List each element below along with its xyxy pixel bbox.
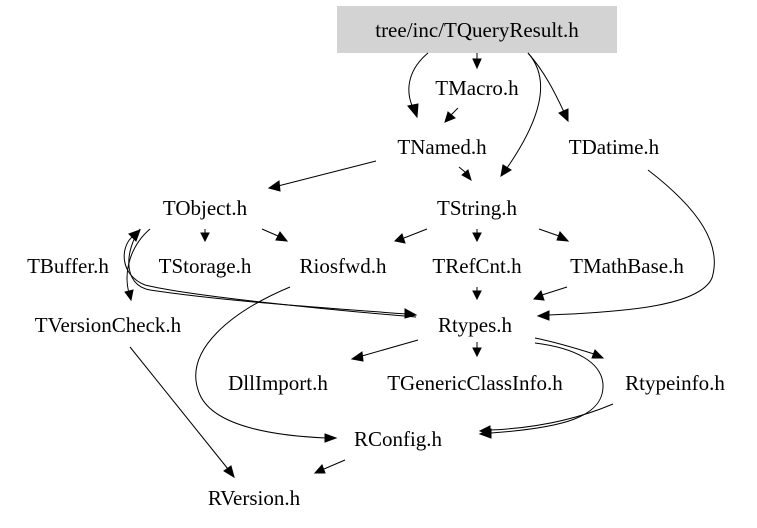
node-dllimport[interactable]: DllImport.h [228,371,328,395]
nodes: tree/inc/TQueryResult.h TMacro.h TNamed.… [27,18,725,510]
edge-rtypes-dllimport-arrowhead [350,351,364,362]
edge-tstring-riosfwd-arrowhead [393,233,406,244]
edge-tobject-tstorage-arrowhead [200,232,210,243]
edge-tstring-riosfwd [403,228,428,239]
edge-tversioncheck-rversion-arrowhead [223,465,235,479]
edge-rtypes-rtypeinfo [534,337,595,355]
edge-root-tstring-arrowhead [500,164,512,177]
edge-tobject-tversioncheck [126,228,151,294]
edge-trefcnt-rtypes-arrowhead [472,290,482,301]
node-tobject[interactable]: TObject.h [163,196,248,220]
node-tbuffer[interactable]: TBuffer.h [27,254,109,278]
node-tstring[interactable]: TString.h [437,196,517,220]
edge-root-tnamed [408,52,429,109]
edge-rtypes-tobject [123,236,417,318]
edge-tmathbase-rtypes [541,286,568,296]
node-rtypeinfo[interactable]: Rtypeinfo.h [625,371,725,395]
node-riosfwd[interactable]: Riosfwd.h [300,254,387,278]
root-node-box[interactable] [337,6,617,53]
node-tversioncheck[interactable]: TVersionCheck.h [35,313,182,337]
edge-riosfwd-rconfig [195,286,327,439]
node-rversion[interactable]: RVersion.h [208,486,301,510]
edge-rconfig-rversion-arrowhead [313,464,326,474]
node-tstorage[interactable]: TStorage.h [159,254,252,278]
edge-tmathbase-rtypes-arrowhead [532,290,545,301]
edge-rconfig-rversion [323,459,346,470]
edge-rtypeinfo-rconfig-arrowhead [478,425,491,436]
edge-tnamed-tobject [277,160,377,187]
node-tqueryresult[interactable]: tree/inc/TQueryResult.h [375,18,579,42]
edge-tnamed-tstring [458,166,466,173]
edge-rtypeinfo-rconfig [489,403,614,431]
node-tnamed[interactable]: TNamed.h [397,135,487,159]
edge-tnamed-tobject-arrowhead [267,180,281,192]
edge-root-tmacro-arrowhead [472,58,482,70]
edge-tnamed-tstring-arrowhead [461,169,472,182]
node-rtypes[interactable]: Rtypes.h [438,313,513,337]
edge-tversioncheck-rversion [129,346,229,470]
node-tmacro[interactable]: TMacro.h [435,76,519,100]
edge-rtypes-rtypeinfo-arrowhead [591,349,605,359]
edge-root-tdatime-arrowhead [558,108,569,123]
edge-tstring-trefcnt-arrowhead [472,232,482,243]
edge-rtypes-dllimport [361,339,419,357]
edge-rtypes-tobject-arrowhead [128,229,141,242]
edge-tmacro-tnamed [450,107,459,116]
node-rconfig[interactable]: RConfig.h [354,427,443,451]
edge-tobject-tversioncheck-arrowhead [124,289,134,302]
edge-root-tnamed-arrowhead [407,103,419,119]
edge-riosfwd-rconfig-arrowhead [324,433,338,443]
node-trefcnt[interactable]: TRefCnt.h [432,254,522,278]
edge-tmacro-tnamed-arrowhead [444,111,456,123]
node-tmathbase[interactable]: TMathBase.h [570,254,684,278]
edges [123,52,715,479]
edge-rtypes-rconfig [490,342,604,434]
edge-root-tstring [506,52,542,169]
node-tdatime[interactable]: TDatime.h [569,135,660,159]
edge-tdatime-rtypes [548,169,715,316]
edge-rtypes-tgenericclassinfo-arrowhead [472,347,482,358]
edge-tobject-rtypes [128,228,407,315]
edge-tstring-tmathbase [538,228,560,237]
edge-tobject-riosfwd-arrowhead [275,231,289,242]
node-tgenericclassinfo[interactable]: TGenericClassInfo.h [387,371,563,395]
edge-tstring-tmathbase-arrowhead [556,231,570,242]
edge-tdatime-rtypes-arrowhead [536,310,550,321]
edge-tobject-riosfwd [261,228,279,237]
edge-root-tdatime [527,52,565,113]
